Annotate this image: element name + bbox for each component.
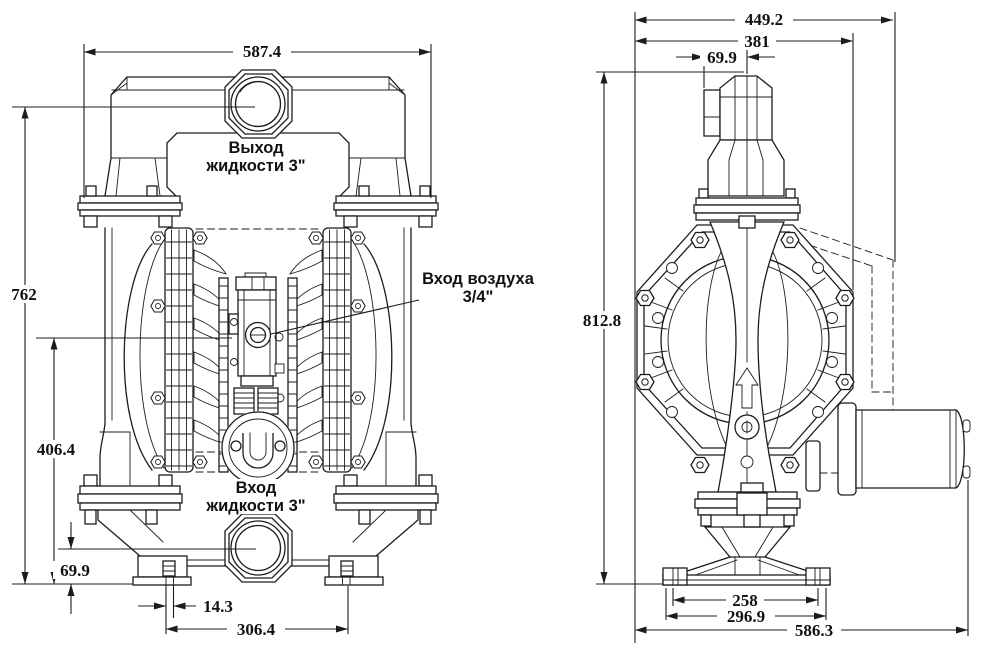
muffler-assembly xyxy=(805,402,971,496)
dim-front-foot-slot-spacing: 306.4 xyxy=(237,620,276,639)
flow-direction-arrow xyxy=(735,367,759,409)
dim-front-foot-slot-offset: 14.3 xyxy=(203,597,233,616)
outlet-label-line2: жидкости 3" xyxy=(205,157,305,175)
front-labels: Выход жидкости 3" Вход жидкости 3" Вход … xyxy=(199,139,535,515)
dim-side-air-valve-offset: 69.9 xyxy=(707,48,737,67)
hidden-bracket xyxy=(787,227,894,474)
dim-front-outlet-height: 762 xyxy=(11,285,37,304)
air-inlet-label-line2: 3/4" xyxy=(463,288,494,306)
base-stand xyxy=(662,482,831,586)
dim-side-overall-depth: 449.2 xyxy=(745,10,783,29)
front-dimensions: 587.4 762 406.4 69.9 14.3 306.4 xyxy=(4,42,432,639)
side-dimensions: 449.2 381 69.9 812.8 258 296.9 586.3 xyxy=(575,10,969,643)
dim-side-base-slot-spacing: 258 xyxy=(732,591,758,610)
dim-side-overall-height: 812.8 xyxy=(583,311,621,330)
air-inlet-leader-line xyxy=(270,299,420,335)
spring-detail xyxy=(233,387,279,415)
air-inlet-label-line1: Вход воздуха xyxy=(422,270,535,288)
outlet-label-line1: Выход xyxy=(228,139,284,157)
dim-side-base-width: 296.9 xyxy=(727,607,765,626)
dim-front-air-inlet-height: 406.4 xyxy=(37,440,76,459)
dim-front-inlet-to-base: 69.9 xyxy=(60,561,90,580)
exhaust-port xyxy=(221,411,295,485)
inlet-flange xyxy=(224,513,293,583)
dim-front-overall-width: 587.4 xyxy=(243,42,282,61)
inlet-label-line2: жидкости 3" xyxy=(205,497,305,515)
front-pump-body xyxy=(78,69,438,585)
inlet-label-line1: Вход xyxy=(236,479,277,497)
air-valve xyxy=(228,250,286,423)
front-view: 587.4 762 406.4 69.9 14.3 306.4 Выход жи… xyxy=(4,42,535,639)
dim-side-depth-with-muffler: 586.3 xyxy=(795,621,833,640)
dim-side-body-depth: 381 xyxy=(744,32,770,51)
muffler-cylinder xyxy=(855,409,965,489)
side-view: 449.2 381 69.9 812.8 258 296.9 586.3 xyxy=(575,10,971,643)
air-valve-tower xyxy=(693,75,801,229)
outlet-flange xyxy=(224,69,293,139)
